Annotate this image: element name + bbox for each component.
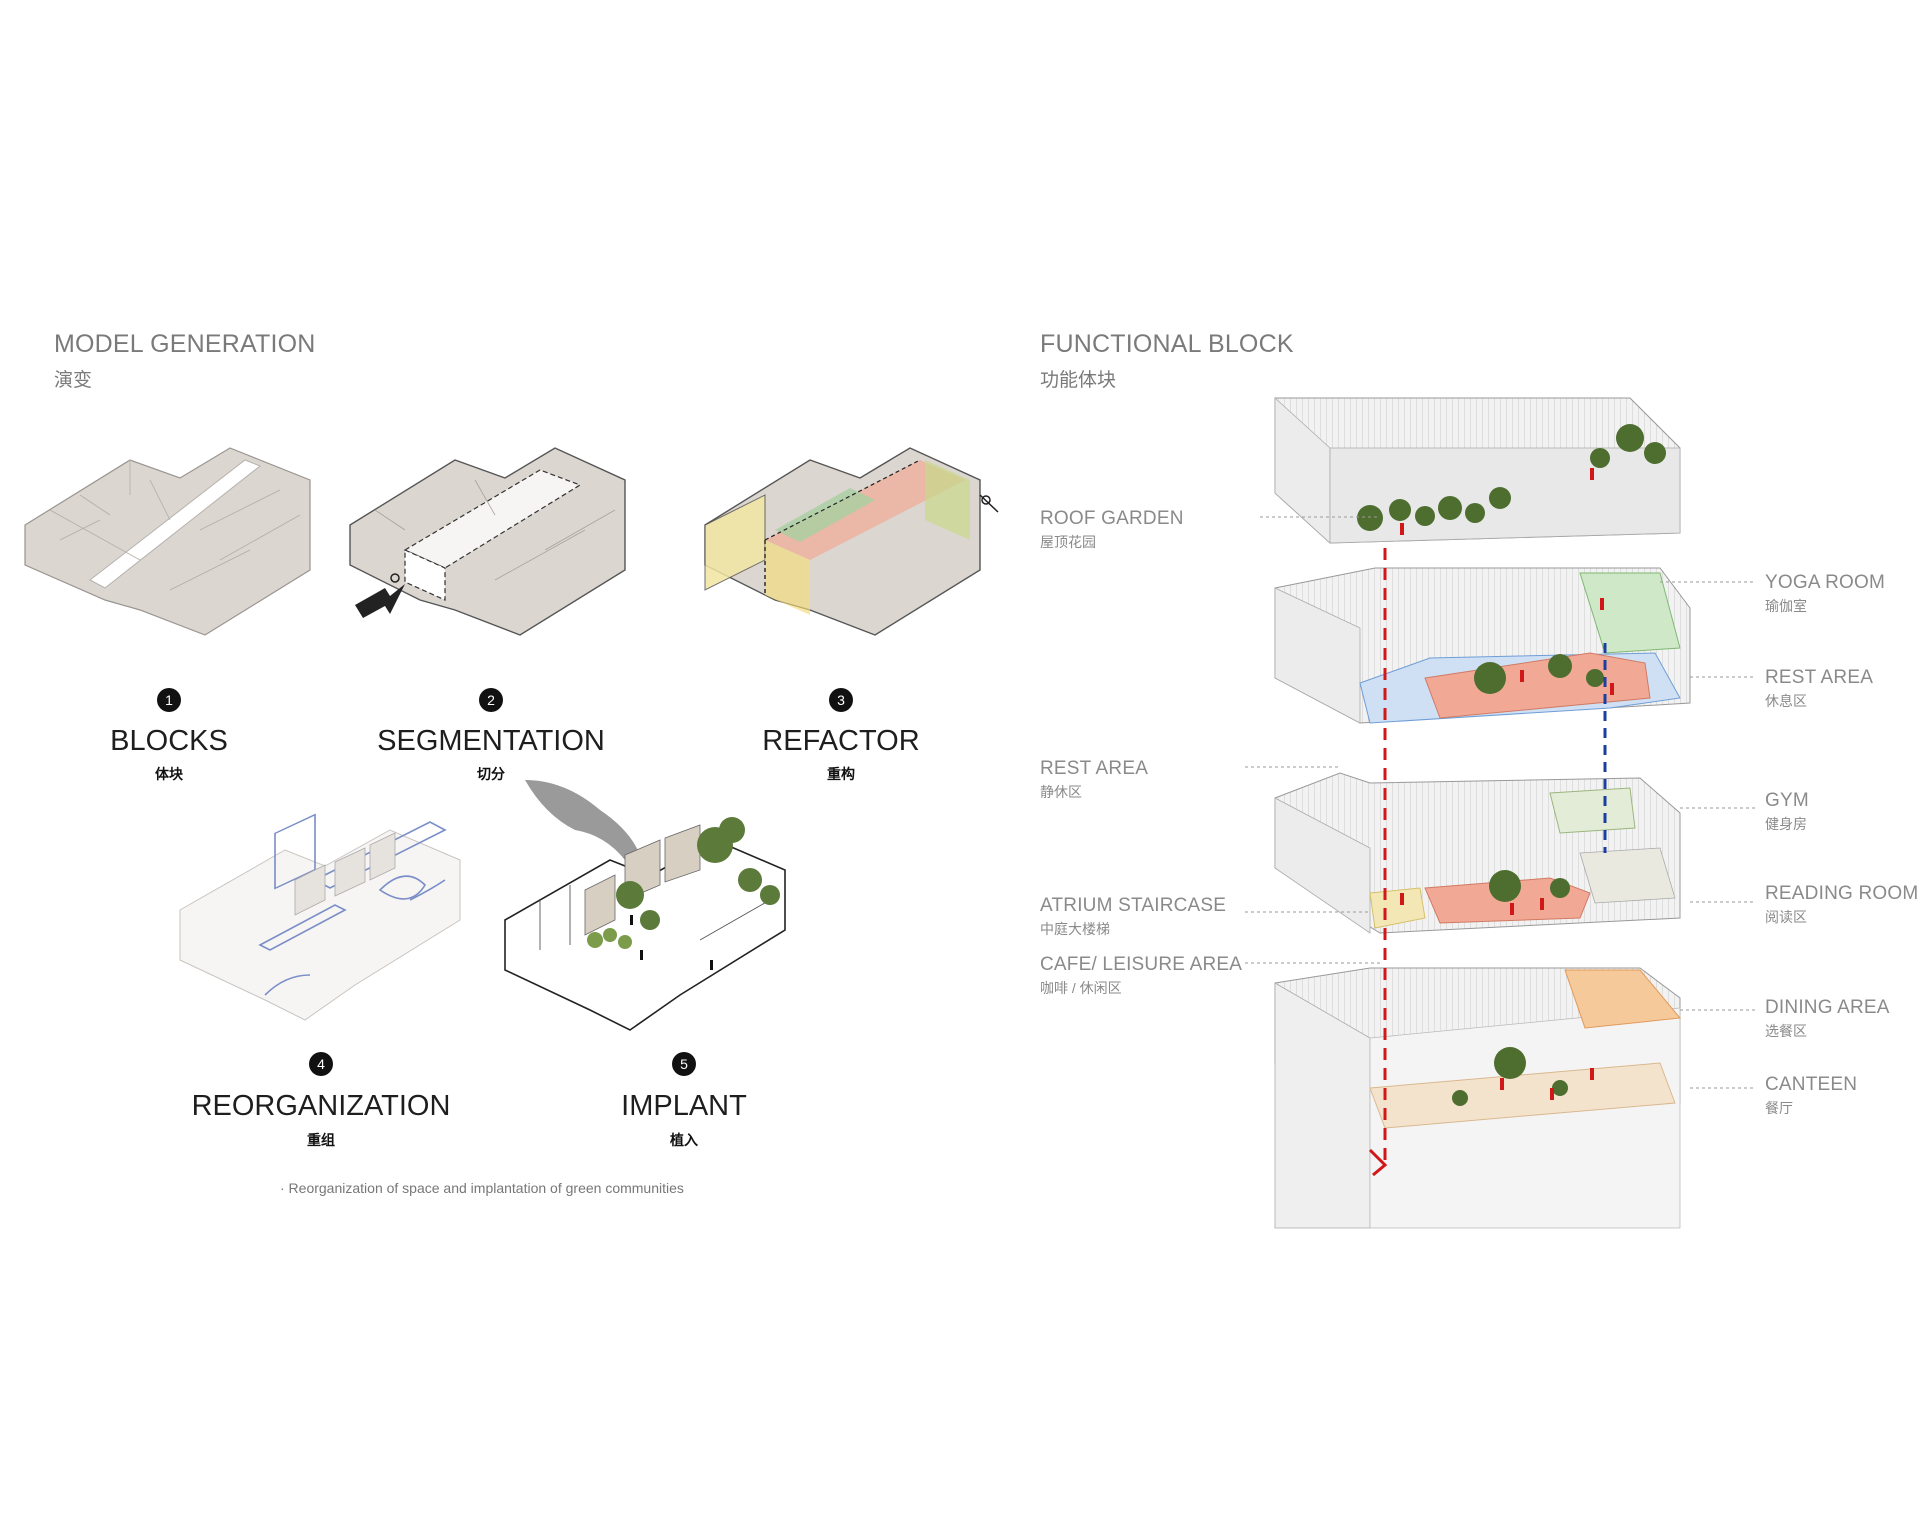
- label-cafe-leisure: CAFE/ LEISURE AREA: [1040, 954, 1243, 975]
- label-rest-area-left-cn: 静休区: [1040, 784, 1082, 800]
- label-rest-area-right: REST AREA: [1765, 667, 1874, 688]
- step-3-cn: 重构: [827, 766, 855, 782]
- label-yoga-room-cn: 瑜伽室: [1765, 598, 1807, 614]
- blocks-illustration: [24, 447, 311, 636]
- step-5-badge: 5: [672, 1052, 696, 1076]
- label-canteen-cn: 餐厅: [1765, 1100, 1793, 1116]
- label-atrium-staircase: ATRIUM STAIRCASE: [1040, 895, 1227, 916]
- model-generation-subtitle: 演变: [54, 370, 93, 391]
- functional-block-subtitle: 功能体块: [1040, 370, 1117, 391]
- step-4-name: REORGANIZATION: [191, 1090, 451, 1122]
- step-5-name: IMPLANT: [621, 1090, 747, 1122]
- step-1-name: BLOCKS: [110, 725, 228, 757]
- functional-block-title: FUNCTIONAL BLOCK: [1040, 330, 1294, 358]
- step-1-badge: 1: [157, 688, 181, 712]
- label-cafe-leisure-cn: 咖啡 / 休闲区: [1040, 980, 1122, 996]
- functional-block-axonometric: [1274, 397, 1691, 1229]
- label-gym-cn: 健身房: [1765, 816, 1807, 832]
- label-gym: GYM: [1765, 790, 1809, 811]
- step-2-name: SEGMENTATION: [377, 725, 605, 757]
- label-reading-room-cn: 阅读区: [1765, 909, 1807, 925]
- label-roof-garden-cn: 屋顶花园: [1040, 534, 1096, 550]
- label-roof-garden: ROOF GARDEN: [1040, 508, 1184, 529]
- segmentation-illustration: [349, 447, 626, 636]
- label-rest-area-right-cn: 休息区: [1765, 693, 1807, 709]
- label-dining-area-cn: 选餐区: [1765, 1023, 1807, 1039]
- step-1-cn: 体块: [155, 766, 183, 782]
- step-5-cn: 植入: [670, 1132, 698, 1148]
- step-3-name: REFACTOR: [762, 725, 920, 757]
- label-atrium-staircase-cn: 中庭大楼梯: [1040, 921, 1110, 937]
- label-dining-area: DINING AREA: [1765, 997, 1890, 1018]
- step-4-badge: 4: [309, 1052, 333, 1076]
- reorganization-illustration: [179, 813, 461, 1021]
- label-yoga-room: YOGA ROOM: [1765, 572, 1886, 593]
- implant-caption: · Reorganization of space and implantati…: [280, 1180, 684, 1196]
- refactor-illustration: [704, 447, 999, 636]
- model-generation-title: MODEL GENERATION: [54, 330, 316, 358]
- step-4-cn: 重组: [307, 1132, 335, 1148]
- label-reading-room: READING ROOM: [1765, 883, 1919, 904]
- step-2-cn: 切分: [477, 766, 505, 782]
- implant-illustration: [504, 780, 786, 1031]
- step-2-badge: 2: [479, 688, 503, 712]
- label-canteen: CANTEEN: [1765, 1074, 1858, 1095]
- step-3-badge: 3: [829, 688, 853, 712]
- label-rest-area-left: REST AREA: [1040, 758, 1149, 779]
